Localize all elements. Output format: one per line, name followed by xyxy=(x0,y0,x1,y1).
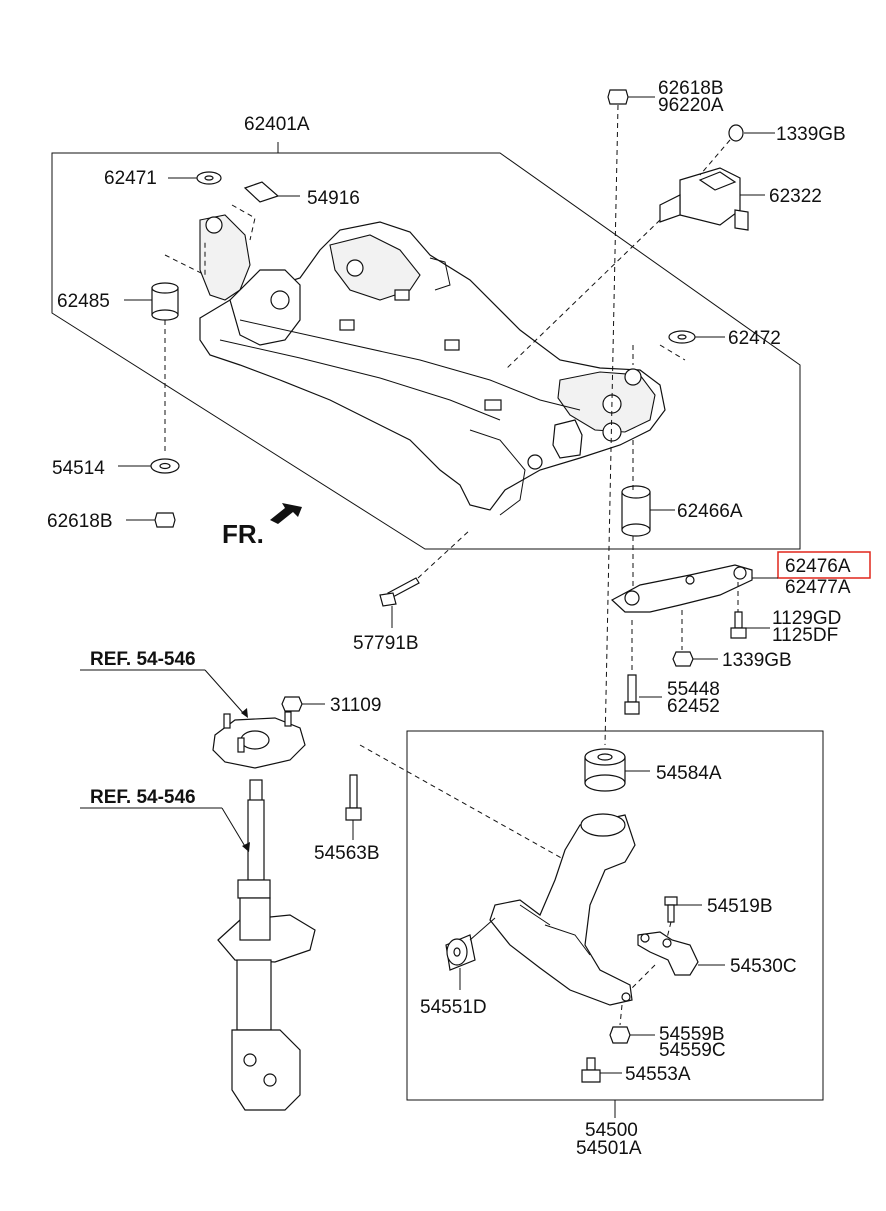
part-lower-control-arm[interactable] xyxy=(489,813,636,1006)
label-54916[interactable]: 54916 xyxy=(307,188,360,209)
front-direction-indicator: FR. xyxy=(222,503,302,549)
part-54916-plate[interactable] xyxy=(243,181,280,203)
part-31109-nut[interactable] xyxy=(281,696,303,712)
part-62618B-nut-bottom[interactable] xyxy=(154,512,176,528)
label-62477A[interactable]: 62477A xyxy=(785,577,851,598)
ref-label-strut[interactable]: REF. 54-546 xyxy=(90,787,196,808)
label-54501A[interactable]: 54501A xyxy=(576,1138,642,1159)
label-62472[interactable]: 62472 xyxy=(728,328,781,349)
part-strut-mount[interactable] xyxy=(212,711,306,769)
label-62401A[interactable]: 62401A xyxy=(244,114,310,135)
subframe-group-outline xyxy=(51,142,801,550)
label-1129GD[interactable]: 1129GD xyxy=(772,608,841,629)
part-62472-washer[interactable] xyxy=(668,330,696,344)
label-54559B[interactable]: 54559B xyxy=(659,1024,725,1045)
label-54553A[interactable]: 54553A xyxy=(625,1064,691,1085)
label-55448[interactable]: 55448 xyxy=(667,679,720,700)
part-1129GD-screw[interactable] xyxy=(730,611,747,639)
part-54563B-bolt[interactable] xyxy=(345,774,362,821)
ref-label-mount[interactable]: REF. 54-546 xyxy=(90,649,196,670)
part-1339GB-nut-top[interactable] xyxy=(728,124,744,142)
label-1125DF[interactable]: 1125DF xyxy=(772,625,838,646)
label-54519B[interactable]: 54519B xyxy=(707,896,773,917)
label-62618B-top[interactable]: 62618B xyxy=(658,78,724,99)
highlight-box-62476A xyxy=(777,551,871,579)
part-55448-bolt[interactable] xyxy=(624,674,640,715)
part-57791B-bolt[interactable] xyxy=(379,577,420,607)
part-62485-bushing[interactable] xyxy=(151,282,179,321)
label-1339GB-bottom[interactable]: 1339GB xyxy=(722,650,792,671)
part-62476A-bracket[interactable] xyxy=(610,564,753,613)
front-label: FR. xyxy=(222,519,264,549)
label-54563B[interactable]: 54563B xyxy=(314,843,380,864)
part-strut-assembly[interactable] xyxy=(217,779,316,1111)
label-57791B[interactable]: 57791B xyxy=(353,633,419,654)
label-54514[interactable]: 54514 xyxy=(52,458,105,479)
part-54530C-ball-joint[interactable] xyxy=(637,931,699,976)
part-54559B-nut[interactable] xyxy=(609,1026,631,1044)
part-labels: 62401A 62618B 96220A 1339GB 62322 62471 … xyxy=(47,78,851,1159)
label-62476A[interactable]: 62476A xyxy=(785,556,851,577)
label-54584A[interactable]: 54584A xyxy=(656,763,722,784)
subframe-crossmember xyxy=(199,214,666,516)
label-1339GB-top[interactable]: 1339GB xyxy=(776,124,846,145)
part-54553A-bolt[interactable] xyxy=(581,1057,601,1083)
part-54514-washer[interactable] xyxy=(150,458,180,474)
label-31109[interactable]: 31109 xyxy=(330,695,381,716)
label-62471[interactable]: 62471 xyxy=(104,168,157,189)
part-54584A-bushing[interactable] xyxy=(584,748,626,792)
label-54530C[interactable]: 54530C xyxy=(730,956,797,977)
label-62618B-bottom[interactable]: 62618B xyxy=(47,511,113,532)
label-62466A[interactable]: 62466A xyxy=(677,501,743,522)
label-62322[interactable]: 62322 xyxy=(769,186,822,207)
part-62466A-bushing[interactable] xyxy=(621,485,651,537)
label-54559C[interactable]: 54559C xyxy=(659,1040,726,1061)
part-1339GB-nut-bottom[interactable] xyxy=(672,651,694,667)
part-62618B-nut-top[interactable] xyxy=(607,89,629,105)
label-62452[interactable]: 62452 xyxy=(667,696,720,717)
part-62322-bracket[interactable] xyxy=(659,167,749,231)
part-62471-washer[interactable] xyxy=(196,171,222,185)
label-96220A[interactable]: 96220A xyxy=(658,95,724,116)
label-62485[interactable]: 62485 xyxy=(57,291,110,312)
part-54551D-bushing[interactable] xyxy=(445,934,476,971)
part-54519B-bolt[interactable] xyxy=(664,896,678,923)
label-54551D[interactable]: 54551D xyxy=(420,997,487,1018)
label-54500[interactable]: 54500 xyxy=(585,1120,638,1141)
